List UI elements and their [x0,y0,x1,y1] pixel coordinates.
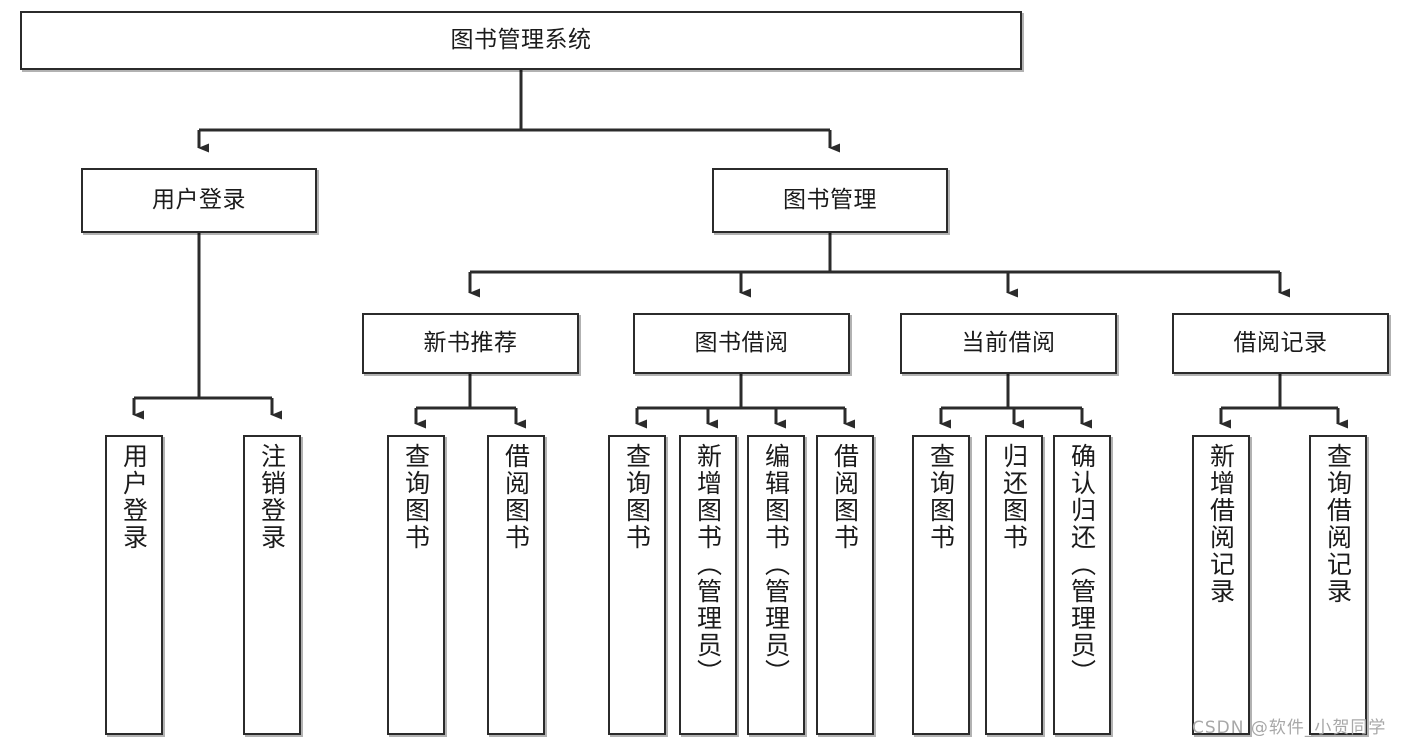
leaf-current-query-book-label: 查询图书 [926,443,956,551]
leaf-borrow-query-book[interactable]: 查询图书 [608,435,666,735]
leaf-newbook-query-book[interactable]: 查询图书 [387,435,445,735]
leaf-current-return-book-label: 归还图书 [999,443,1029,551]
leaf-current-return-book[interactable]: 归还图书 [985,435,1043,735]
leaf-current-confirm-return-admin[interactable]: 确认归还（管理员） [1053,435,1111,735]
leaf-borrow-add-book-admin[interactable]: 新增图书（管理员） [679,435,737,735]
node-new-book-recommend[interactable]: 新书推荐 [362,313,579,374]
node-root-label: 图书管理系统 [450,26,592,53]
leaf-user-login-login[interactable]: 用户登录 [105,435,163,735]
node-book-borrow-label: 图书借阅 [694,329,789,356]
leaf-borrow-edit-book-admin[interactable]: 编辑图书（管理员） [747,435,805,735]
node-borrow-record-label: 借阅记录 [1233,329,1328,356]
leaf-borrow-edit-book-admin-label: 编辑图书（管理员） [761,443,791,686]
leaf-record-query-record-label: 查询借阅记录 [1323,443,1353,605]
leaf-record-query-record[interactable]: 查询借阅记录 [1309,435,1367,735]
leaf-user-login-login-label: 用户登录 [119,443,149,551]
node-user-login[interactable]: 用户登录 [81,168,317,233]
leaf-borrow-add-book-admin-label: 新增图书（管理员） [693,443,723,686]
node-book-borrow[interactable]: 图书借阅 [633,313,850,374]
node-current-borrow-label: 当前借阅 [961,329,1056,356]
leaf-current-query-book[interactable]: 查询图书 [912,435,970,735]
leaf-newbook-borrow-book[interactable]: 借阅图书 [487,435,545,735]
leaf-record-add-record-label: 新增借阅记录 [1206,443,1236,605]
node-borrow-record[interactable]: 借阅记录 [1172,313,1389,374]
leaf-record-add-record[interactable]: 新增借阅记录 [1192,435,1250,735]
leaf-user-login-logout[interactable]: 注销登录 [243,435,301,735]
leaf-user-login-logout-label: 注销登录 [257,443,287,551]
leaf-current-confirm-return-admin-label: 确认归还（管理员） [1067,443,1097,686]
leaf-newbook-borrow-book-label: 借阅图书 [501,443,531,551]
node-book-management[interactable]: 图书管理 [712,168,948,233]
node-current-borrow[interactable]: 当前借阅 [900,313,1117,374]
leaf-borrow-borrow-book[interactable]: 借阅图书 [816,435,874,735]
node-user-login-label: 用户登录 [152,186,246,213]
leaf-newbook-query-book-label: 查询图书 [401,443,431,551]
node-new-book-recommend-label: 新书推荐 [423,329,518,356]
node-root[interactable]: 图书管理系统 [20,11,1022,70]
leaf-borrow-borrow-book-label: 借阅图书 [830,443,860,551]
leaf-borrow-query-book-label: 查询图书 [622,443,652,551]
node-book-management-label: 图书管理 [783,186,877,213]
